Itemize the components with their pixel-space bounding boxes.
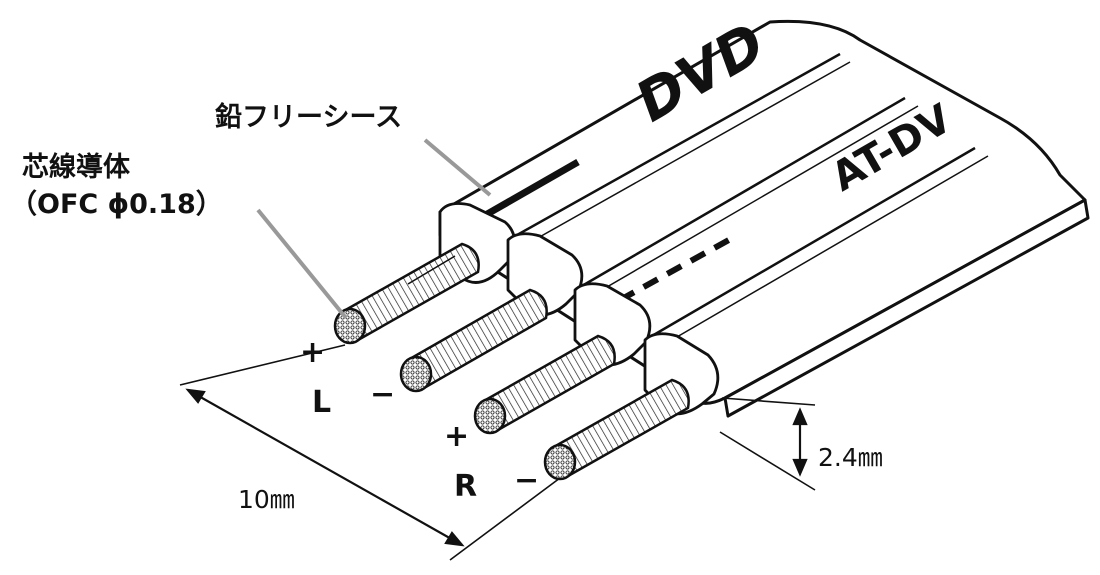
cable-body: [438, 19, 1090, 418]
channel-right-label: R: [454, 469, 477, 504]
ribbon-top-face: [438, 19, 1087, 405]
conductor-left-plus: [333, 242, 480, 345]
label-sheath: 鉛フリーシース: [215, 101, 402, 133]
width-dimension: [179, 344, 561, 561]
width-arrow-start: [185, 388, 206, 404]
conductor-right-plus: [473, 334, 616, 435]
polarity-right-minus: −: [514, 463, 539, 498]
conductor-left-minus: [399, 288, 548, 393]
conductors: [333, 242, 690, 481]
thickness-arrow-top: [792, 407, 808, 426]
leader-lines: [256, 138, 492, 320]
thickness-dimension: [719, 397, 816, 491]
ribbon-front-face: [723, 198, 1090, 418]
channel-left-label: L: [312, 385, 331, 420]
ribbon-grooves: [507, 52, 989, 349]
width-arrow-end: [444, 531, 465, 547]
polarity-left-minus: −: [370, 377, 395, 412]
polarity-right-plus: +: [444, 419, 469, 454]
label-conductor-line1: 芯線導体: [22, 151, 131, 183]
dashed-stripe: [618, 233, 738, 303]
thickness-arrow-bottom: [792, 458, 808, 477]
leader-conductor: [256, 208, 348, 320]
label-conductor-line2: （OFC ϕ0.18）: [10, 189, 223, 220]
leader-sheath: [423, 138, 492, 197]
dimension-width-label: 10㎜: [238, 485, 295, 514]
conductor-right-minus: [543, 378, 690, 481]
solid-stripe: [480, 158, 580, 221]
width-dimension-line: [187, 389, 463, 546]
dimension-thickness-label: 2.4㎜: [818, 443, 883, 472]
